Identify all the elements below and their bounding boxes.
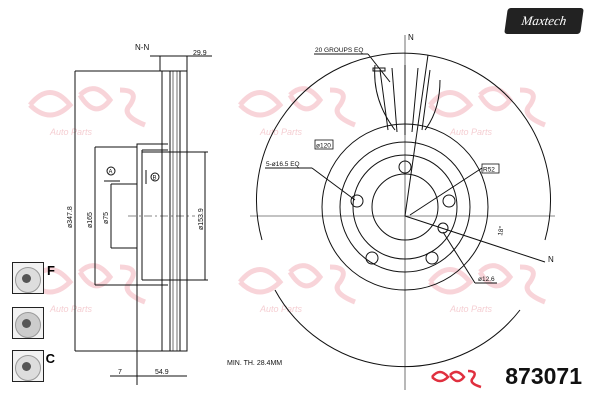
dim-height: 54.9 [155,369,169,376]
section-view: N-N 29.9 ø347.8 ø165 ø75 ø153.9 A B 7 54… [67,43,282,385]
thumbnail-badge: F [47,263,55,278]
section-mark-side: N [548,255,554,264]
datum-b: B [153,176,157,182]
maxtech-logo: Maxtech [504,8,584,34]
vanes-label: 20 GROUPS EQ [315,47,363,54]
brand-name: Maxtech [520,13,568,28]
gos-logo [428,367,486,393]
svg-text:Auto Parts: Auto Parts [49,127,93,137]
watermark-logos: Auto Parts Auto Parts Auto Parts Auto Pa… [28,86,546,314]
dim-thickness: 29.9 [193,50,207,57]
part-number: 873071 [505,363,582,389]
small-hole-label: ø12.6 [478,276,495,283]
section-mark-top: N [408,33,414,42]
datum-a: A [109,170,113,176]
min-thickness: MIN. TH. 28.4MM [227,360,282,367]
front-view: N N 20 GROUPS EQ ø120 5-ø16.5 EQ R52 ø12… [250,33,555,390]
dim-outer-diameter: ø347.8 [67,206,74,228]
svg-text:Auto Parts: Auto Parts [449,127,493,137]
svg-text:Auto Parts: Auto Parts [49,304,93,314]
thumbnail-drilled-slotted-disc [12,307,44,339]
svg-text:Auto Parts: Auto Parts [449,304,493,314]
radius-label: R52 [483,167,495,174]
thumbnail-badge: C [45,351,55,366]
angle-label: 18° [496,225,506,236]
svg-text:Auto Parts: Auto Parts [259,127,303,137]
dim-center-bore: ø75 [103,212,110,224]
thumbnail-painted-disc: F [12,262,55,294]
dim-hub-diameter: ø165 [87,212,94,228]
svg-text:Auto Parts: Auto Parts [259,304,303,314]
section-title: N-N [135,43,149,52]
pcd-label: ø120 [316,143,331,150]
dim-inner-diameter: ø153.9 [198,208,205,230]
dim-offset: 7 [118,369,122,376]
thumbnail-coated-disc: C [12,350,55,382]
bolt-holes-label: 5-ø16.5 EQ [266,161,300,168]
